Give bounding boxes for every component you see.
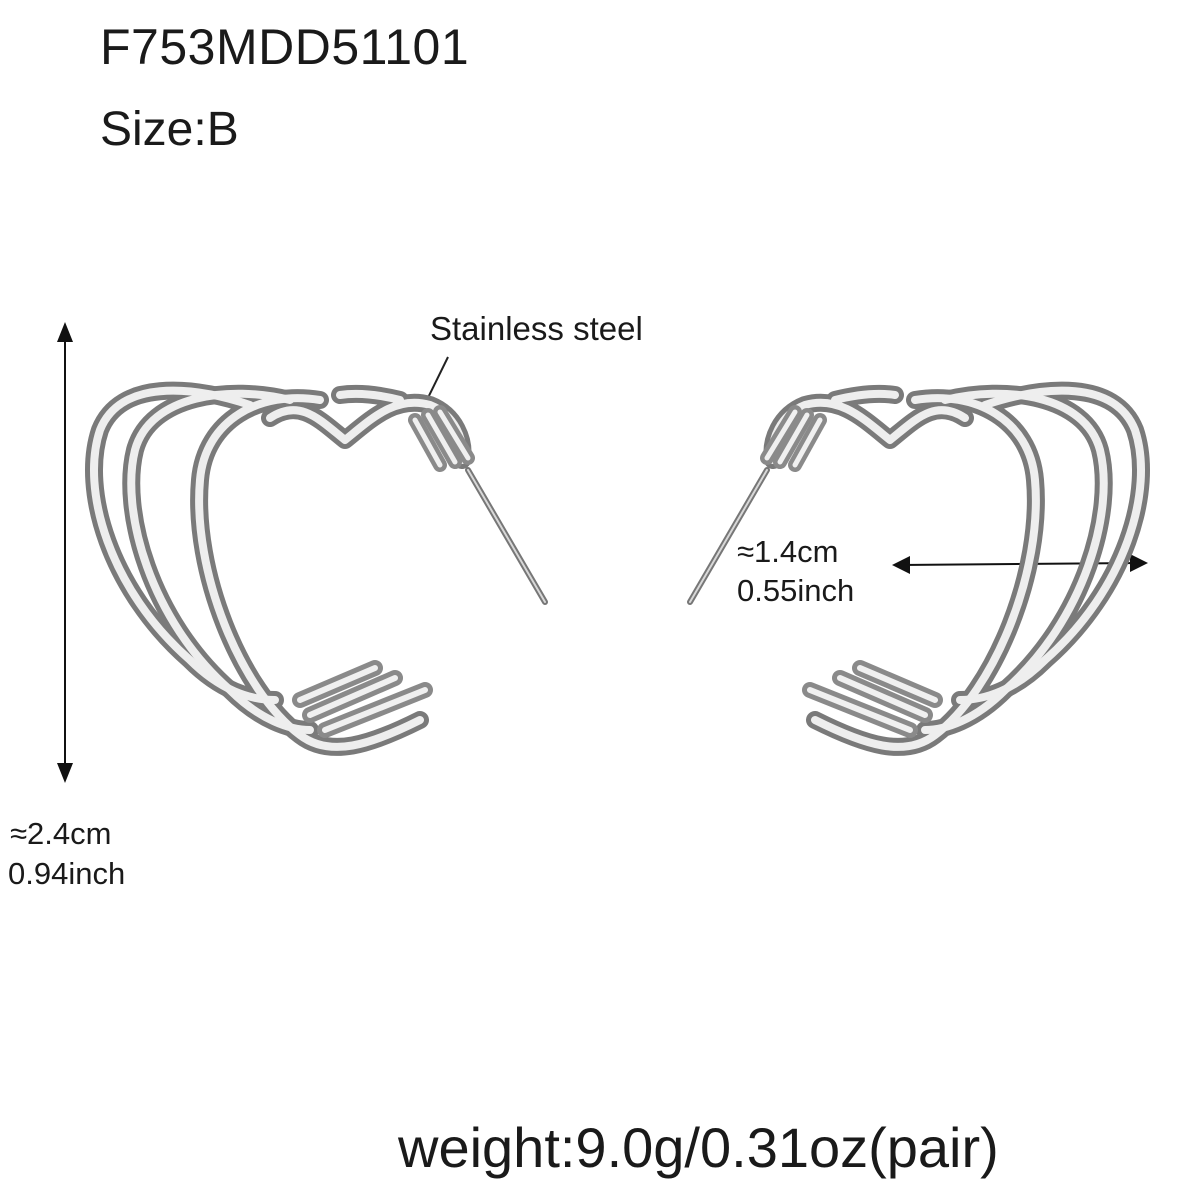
- width-cm-label: ≈1.4cm: [737, 534, 839, 569]
- height-dimension-arrow: [57, 322, 73, 783]
- product-code: F753MDD51101: [100, 19, 470, 75]
- right-earring-image: [687, 381, 1150, 756]
- material-label: Stainless steel: [430, 310, 643, 347]
- weight-label: weight:9.0g/0.31oz(pair): [398, 1116, 999, 1179]
- left-earring-image: [85, 381, 548, 756]
- height-cm-label: ≈2.4cm: [10, 816, 112, 851]
- height-inch-label: 0.94inch: [8, 856, 126, 891]
- width-inch-label: 0.55inch: [737, 573, 855, 608]
- size-label: Size:B: [100, 103, 239, 156]
